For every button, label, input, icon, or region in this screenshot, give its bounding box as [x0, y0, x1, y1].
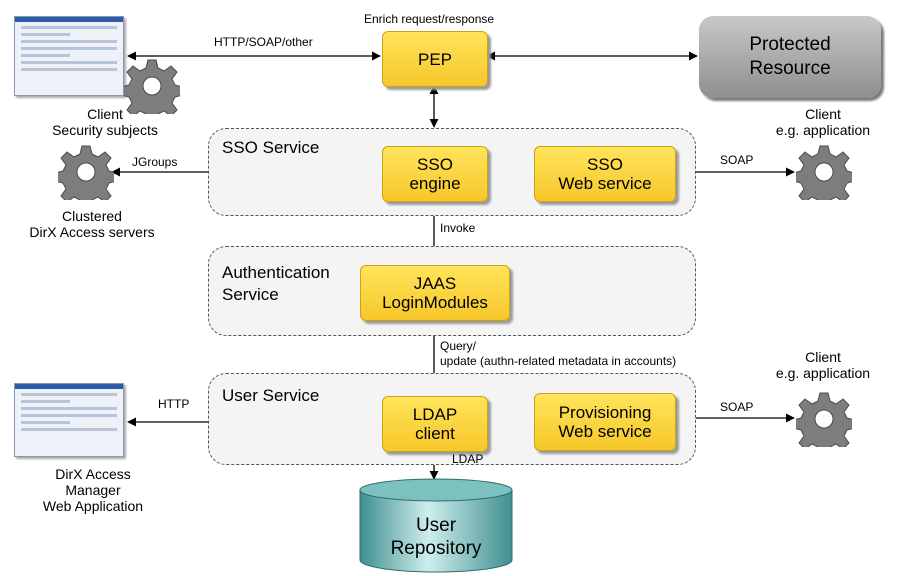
pep-box: PEP — [382, 31, 488, 87]
browser-screenshot-icon — [14, 383, 124, 457]
http-label: HTTP — [158, 397, 190, 411]
authentication-service-label: Authentication Service — [222, 263, 330, 304]
soap-top-label: SOAP — [720, 153, 754, 167]
client-app-bottom-caption: Client e.g. application — [775, 349, 871, 381]
ldap-label: LDAP — [452, 452, 484, 466]
ldap-client-box: LDAP client — [382, 396, 488, 452]
database-cylinder-icon — [359, 478, 513, 573]
gear-icon — [124, 59, 180, 114]
gear-icon — [796, 392, 852, 447]
protected-resource-box: Protected Resource — [699, 16, 881, 98]
client-app-top-caption: Client e.g. application — [775, 106, 871, 138]
jaas-box: JAAS LoginModules — [360, 265, 510, 321]
soap-bottom-label: SOAP — [720, 400, 754, 414]
browser-screenshot-icon — [14, 16, 124, 96]
sso-web-service-box: SSO Web service — [534, 146, 676, 202]
enrich-label: Enrich request/response — [364, 12, 495, 26]
user-service-label: User Service — [222, 386, 320, 405]
provisioning-box: Provisioning Web service — [534, 393, 676, 451]
user-repository-label: User Repository — [390, 515, 482, 559]
sso-service-label: SSO Service — [222, 138, 320, 157]
query-label: Query/ update (authn-related metadata in… — [440, 339, 677, 368]
clustered-caption: Clustered DirX Access servers — [29, 208, 155, 240]
invoke-label: Invoke — [440, 221, 476, 235]
sso-engine-box: SSO engine — [382, 146, 488, 202]
gear-icon — [796, 145, 852, 200]
dirx-manager-caption: DirX Access Manager Web Application — [42, 466, 144, 514]
http-soap-other-label: HTTP/SOAP/other — [214, 35, 313, 49]
jgroups-label: JGroups — [132, 155, 178, 169]
gear-icon — [58, 145, 114, 200]
client-security-caption: Client Security subjects — [52, 106, 158, 138]
